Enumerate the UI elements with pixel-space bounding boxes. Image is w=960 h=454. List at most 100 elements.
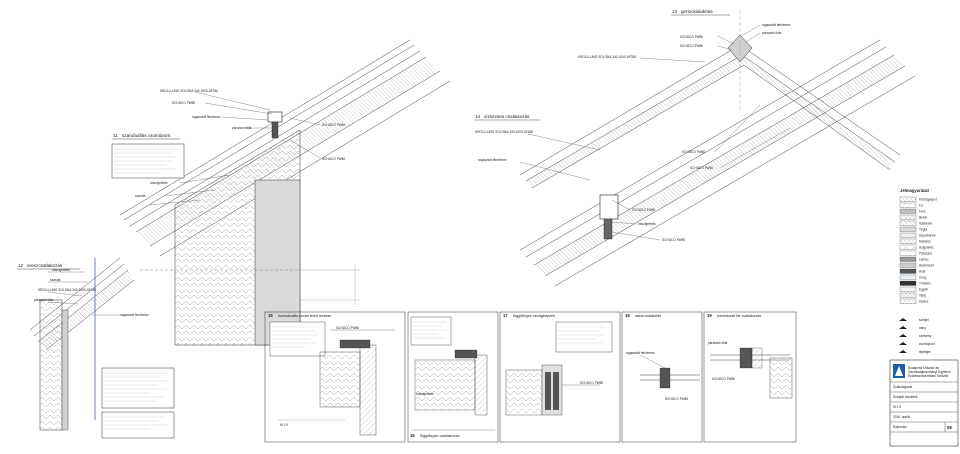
detail-12: hőszigetelés szarufa KROLLLUNG SOLONA 34… [17,257,175,439]
detail-17-number: 17 [503,313,508,318]
detail-12-title: ereszcsatlakozás [27,263,63,268]
title-detail-11: 11 szarufaállás csomópont [112,133,180,140]
label-schuco-13b: SCHÜCO FW60 [680,44,703,48]
legend-label: Acél [919,270,925,274]
legend-swatch [899,250,917,256]
legend-label: Egyéb [919,288,928,292]
legend-swatch [899,262,917,268]
legend-label: Fa [919,204,923,208]
detail-17-title: függőleges hézagképzés [513,314,555,318]
legend-swatch [899,202,917,208]
tb-name: Üvegfal részletek [893,395,918,399]
legend-label: Kavics [919,300,929,304]
detail-19-number: 19 [707,313,712,318]
tb-date: 2016. április [893,415,911,419]
legend-swatch [899,274,917,280]
detail-12-number: 12 [18,263,24,268]
label-kroll-13: KROLLLUNG SOLONA 340-1000-AF350 [578,55,636,59]
label-vap-13: párazáró fólia [762,31,782,35]
label-insul-14: hőszigetelés [638,222,656,226]
legend-swatch [899,208,917,214]
symbol-label: irány [919,326,926,330]
symbol-marker-icon [899,342,907,345]
detail-18: 18 sarok kialakítás ragasztott fémlemez … [621,311,703,443]
detail-18-title: sarok kialakítás [635,314,661,318]
symbol-label: csomópont [919,342,935,346]
title-detail-14: 14 vízszintes csatlakozás [474,114,540,121]
label-lead-14: ragasztott fémlemez [478,158,507,162]
label-schuco-11c: SCHÜCO FW60 [322,157,345,161]
legend-label: Párazáró [919,252,932,256]
symbol-label: szintjel [919,318,929,322]
label-schuco-18: SCHÜCO FW60 [665,397,688,401]
legend-swatch [899,298,917,304]
symbol-label: léptékjel [919,350,931,354]
legend-swatch [899,238,917,244]
label-lead-12: ragasztott fémlemez [120,313,149,317]
detail-16-title: függőleges csatlakozás [420,434,460,438]
label-insul-16: hőszigetelés [416,392,434,396]
legend-swatch [899,292,917,298]
legend-label: Lemez [919,258,929,262]
tb-scale: M 1:5 [893,405,901,409]
label-vap-19: párazáró fólia [708,341,728,345]
label-kroll-14: KROLLLUNG SOLONA 340-1000-AF350 [475,130,533,134]
label-schuco-11b: SCHÜCO FW60 [322,123,345,127]
label-schuco-13a: SCHÜCO FW60 [680,35,703,39]
tb-org1: Budapesti Műszaki és [908,366,939,370]
detail-13-number: 13 [672,9,678,14]
label-kroll-12: KROLLLUNG SOLONA 340-1000-AF350 [38,288,96,292]
detail-14-title: vízszintes csatlakozás [484,114,530,119]
detail-19-title: homlokzati fal csatlakozás [717,314,761,318]
label-lead-11: ragasztott fémlemez [192,115,221,119]
legend: Jelmagyarázat KőzetgyapotFaFémBetonVasbe… [899,188,937,354]
label-schuco-14a: SCHÜCO FW60 [632,208,655,212]
symbol-marker-icon [899,350,907,353]
detail-13-title: gerinckialakítás [681,9,713,14]
legend-swatch [899,244,917,250]
label-schuco-15: SCHÜCO FW60 [336,326,359,330]
detail-16: hőszigetelés 16 függőleges csatlakozás [407,311,499,443]
label-schuco-13c: SCHÜCO FW60 [682,150,705,154]
label-schuco-14b: SCHÜCO FW60 [662,238,685,242]
label-vap-12: párazáró fólia [34,298,54,302]
detail-19: 19 homlokzati fal csatlakozás párazáró f… [703,311,797,443]
detail-11-number: 11 [113,133,118,138]
tb-org2: Gazdaságtudományi Egyetem [908,370,951,374]
legend-label: Beton [919,216,928,220]
legend-label: Gipszkarton [919,234,936,238]
tb-sheet-label: Rajzszám [893,425,907,429]
title-block: Budapesti Műszaki és Gazdaságtudományi E… [889,359,959,447]
title-detail-12: 12 ereszcsatlakozás [17,263,80,270]
legend-label: Tégla [919,228,927,232]
university-logo-icon [893,364,905,378]
label-scale-15: M 1:5 [280,423,288,427]
tb-dept: Épületszerkezettani Tanszék [908,373,949,378]
label-vap-11: párazáró fólia [232,126,252,130]
symbol-marker-icon [899,318,907,321]
label-rafter-12: szarufa [50,278,61,282]
title-detail-13: 13 gerinckialakítás [671,9,730,16]
tb-sheet-number: 08 [947,425,952,430]
tb-project: Szakdolgozat [893,385,912,389]
label-rafter-11: szarufa [135,194,146,198]
legend-swatch [899,214,917,220]
spec-box-12 [101,367,175,439]
label-schuco-17: SCHÜCO FW60 [580,381,603,385]
legend-label: Szigetelés [919,246,934,250]
detail-14: KROLLLUNG SOLONA 340-1000-AF350 ragaszto… [474,39,916,287]
label-schuco-19: SCHÜCO FW60 [712,377,735,381]
symbol-label: szelvény [919,334,932,338]
legend-label: Talaj [919,294,926,298]
detail-14-number: 14 [475,114,481,119]
legend-swatch [899,268,917,274]
bottom-details: 15 homlokzatburkolat felső lezárás SCHÜC… [264,311,797,443]
legend-swatch [899,220,917,226]
detail-15-number: 15 [268,313,273,318]
detail-11-title: szarufaállás csomópont [122,133,171,138]
legend-swatch [899,226,917,232]
detail-17: 17 függőleges hézagképzés SCHÜCO FW60 [499,311,621,443]
label-insul-11: hőszigetelés [150,181,168,185]
legend-label: Alumínium [919,264,934,268]
